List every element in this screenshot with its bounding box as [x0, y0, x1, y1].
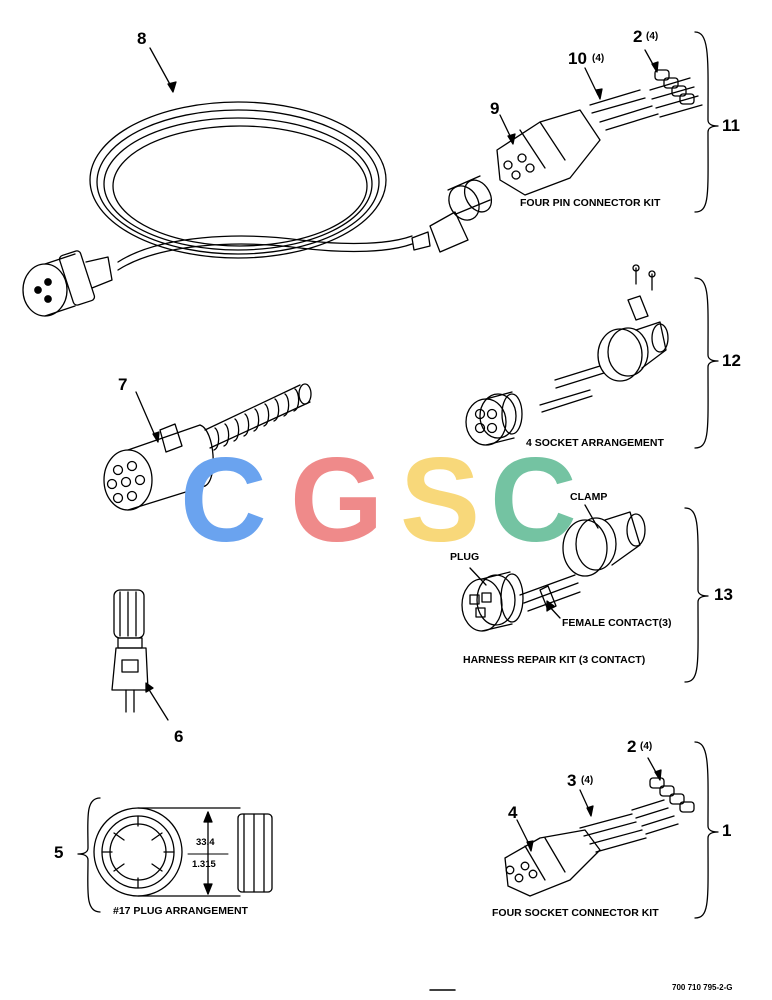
callout-2-bottom: 2 [627, 737, 637, 756]
dimension-inches: 1.315 [192, 859, 216, 870]
callout-9: 9 [490, 99, 500, 118]
four-socket-drawing [465, 264, 719, 449]
seven-way-socket-drawing [103, 383, 312, 511]
callout-1: 1 [722, 821, 732, 840]
callout-11: 11 [722, 116, 740, 135]
callout-2-top-qty: (4) [646, 31, 659, 42]
label-clamp: CLAMP [570, 491, 608, 503]
label-plug: PLUG [450, 551, 480, 563]
caption-four-pin-connector-kit: FOUR PIN CONNECTOR KIT [520, 197, 661, 209]
callout-10: 10 [568, 49, 587, 68]
plug17-drawing [77, 797, 273, 913]
watermark-letter-s: S [400, 433, 481, 567]
callout-13: 13 [714, 585, 733, 604]
figure-reference: 700 710 795-2-G [672, 983, 733, 992]
caption-four-socket-arrangement: 4 SOCKET ARRANGEMENT [526, 437, 664, 449]
callout-10-qty: (4) [592, 53, 605, 64]
caption-harness-repair-kit: HARNESS REPAIR KIT (3 CONTACT) [463, 654, 646, 666]
label-female-contact: FEMALE CONTACT(3) [562, 617, 672, 629]
callout-4: 4 [508, 803, 518, 822]
callout-2-bottom-qty: (4) [640, 741, 653, 752]
dimension-mm: 33.4 [196, 837, 215, 848]
four-socket-kit-drawing [504, 741, 719, 919]
callout-12: 12 [722, 351, 741, 370]
callout-2-top: 2 [633, 27, 643, 46]
watermark-letter-g: G [290, 433, 384, 567]
coiled-cable-drawing [22, 47, 493, 317]
watermark-letter-c1: C [180, 433, 267, 567]
caption-plug17-arrangement: #17 PLUG ARRANGEMENT [113, 905, 248, 917]
callout-6: 6 [174, 727, 184, 746]
contact-tool-drawing [111, 589, 169, 721]
watermark-letter-c2: C [490, 433, 577, 567]
callout-3-qty: (4) [581, 775, 594, 786]
callout-7: 7 [118, 375, 128, 394]
caption-four-socket-connector-kit: FOUR SOCKET CONNECTOR KIT [492, 907, 659, 919]
harness-repair-drawing [461, 504, 709, 683]
four-pin-connector-drawing [496, 31, 719, 213]
callout-5: 5 [54, 843, 64, 862]
callout-8: 8 [137, 29, 147, 48]
callout-3: 3 [567, 771, 577, 790]
